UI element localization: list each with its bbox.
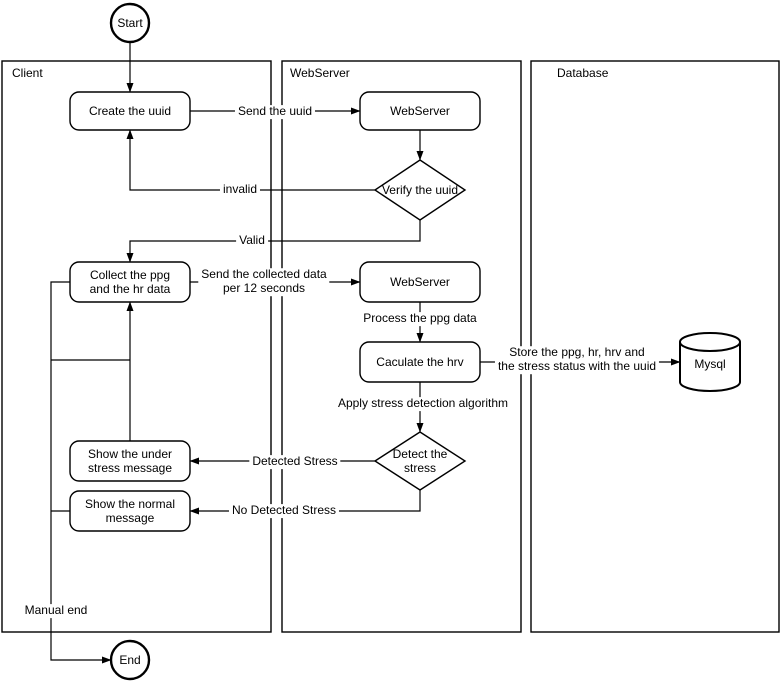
edge-label-valid: Valid: [236, 233, 268, 248]
label-line: Show the normal: [84, 496, 176, 511]
start-terminal-label: Start: [117, 15, 143, 30]
mysql-label: Mysql: [694, 356, 726, 371]
create-uuid-box: [69, 91, 191, 131]
show-normal-label: Show the normal message: [70, 491, 190, 531]
webserver-receive-uuid-label: WebServer: [390, 103, 450, 118]
lane-title-database: Database: [557, 66, 609, 80]
label-lines: Show the under stress message: [88, 447, 172, 475]
label-lines: Show the normal message: [85, 497, 175, 525]
edge-manual-end: [50, 281, 112, 664]
show-normal-box: [69, 490, 191, 532]
detect-stress-label: Detect the stress: [375, 432, 465, 490]
detect-stress-diamond: [373, 431, 467, 491]
webserver-receive-uuid-box: [359, 91, 481, 131]
edge-label-detected-stress: Detected Stress: [249, 454, 341, 469]
edge-valid: [126, 220, 421, 263]
start-terminal-shape: [109, 2, 151, 44]
label-lines: Detect the stress: [393, 447, 448, 475]
edge-label-process-ppg: Process the ppg data: [360, 311, 480, 326]
edge-label-store-data: Store the ppg, hr, hrv and the stress st…: [494, 345, 660, 374]
webserver-receive-data-box: [359, 261, 481, 303]
show-under-stress-box: [69, 440, 191, 482]
lane-title-client: Client: [12, 66, 43, 80]
edge-label-invalid: invalid: [219, 182, 261, 197]
label-line: Send the collected data: [201, 267, 327, 282]
label-line: Show the under: [87, 446, 173, 461]
label-line: per 12 seconds: [222, 281, 306, 295]
edge-invalid: [126, 129, 375, 191]
webserver-receive-data-label: WebServer: [390, 274, 450, 289]
verify-uuid-diamond: [373, 159, 467, 221]
label-lines: Collect the ppg and the hr data: [90, 268, 171, 296]
label-line: Collect the ppg: [89, 267, 171, 282]
collect-ppg-box: [69, 261, 191, 303]
mysql-cylinder-top: [679, 332, 741, 352]
end-terminal-label: End: [119, 652, 141, 667]
lane-title-webserver: WebServer: [290, 66, 350, 80]
label-line: Detect the: [392, 446, 448, 461]
end-terminal-shape: [109, 639, 151, 681]
label-line: and the hr data: [89, 282, 171, 296]
calculate-hrv-box: [359, 341, 481, 383]
create-uuid-label: Create the uuid: [88, 103, 172, 118]
mysql-cylinder-body: [679, 342, 741, 392]
label-line: Store the ppg, hr, hrv and: [509, 345, 645, 360]
edge-label-send-uuid: Send the uuid: [234, 104, 316, 119]
label-line: message: [105, 511, 155, 525]
label-line: the stress status with the uuid: [497, 359, 657, 373]
edge-label-no-detected-stress: No Detected Stress: [228, 503, 340, 518]
label-line: stress: [403, 461, 436, 475]
collect-ppg-label: Collect the ppg and the hr data: [70, 262, 190, 302]
show-under-stress-label: Show the under stress message: [70, 441, 190, 481]
label-line: stress message: [87, 461, 173, 475]
edge-label-send-collected-data: Send the collected data per 12 seconds: [198, 267, 330, 296]
edge-label-apply-algorithm: Apply stress detection algorithm: [334, 396, 512, 411]
calculate-hrv-label: Caculate the hrv: [376, 354, 464, 369]
verify-uuid-label: Verify the uuid: [381, 182, 459, 197]
edge-label-manual-end: Manual end: [21, 603, 91, 618]
lane-client-box: [1, 60, 272, 633]
